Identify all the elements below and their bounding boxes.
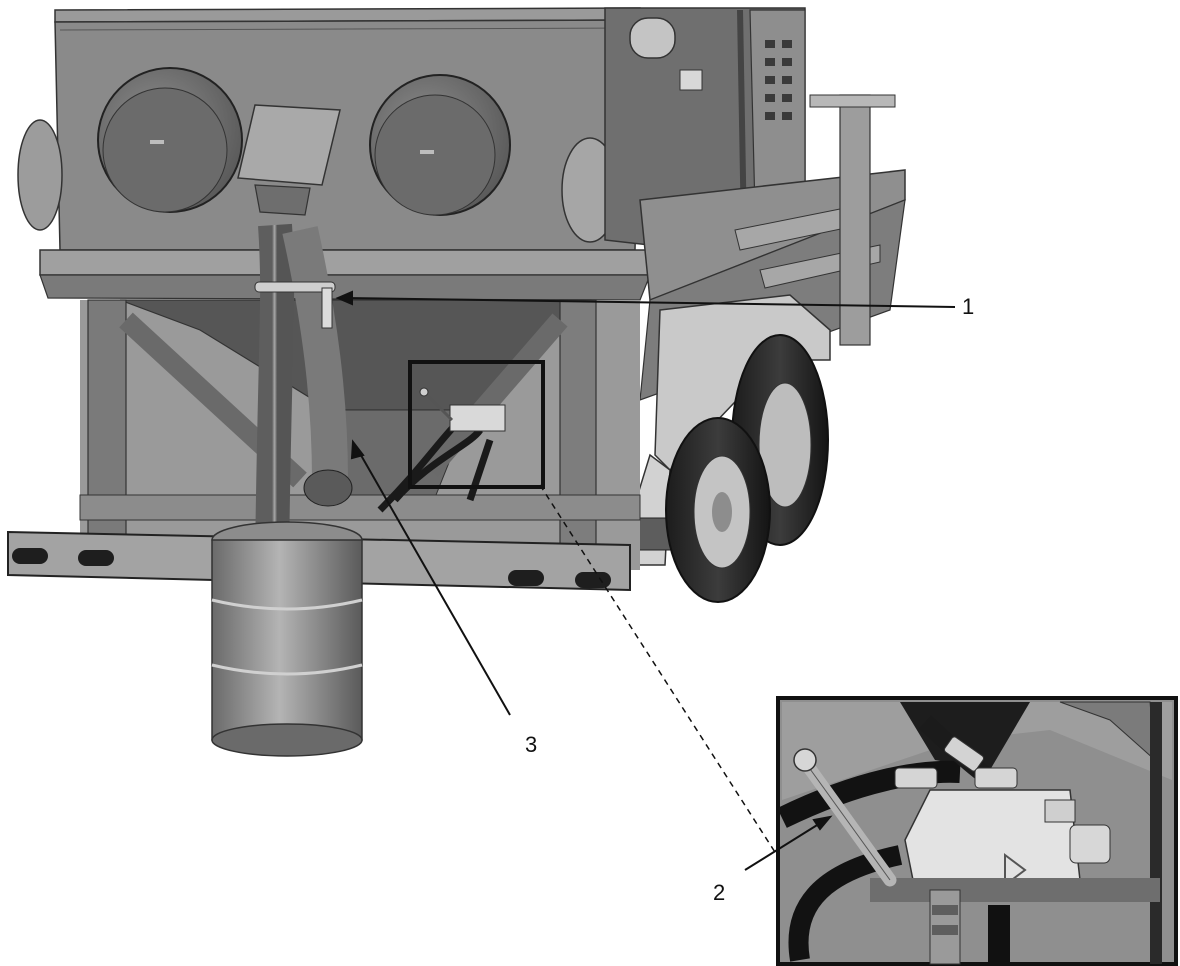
callout-leaders [335,290,956,871]
detail-frame [408,360,545,489]
valve-small [419,387,506,432]
glove-port-right [369,74,511,216]
inset-detail [776,696,1178,966]
glovebox-cabinet [17,7,806,301]
hopper-stand [79,299,641,570]
callout-label-2: 2 [713,880,725,905]
waste-drum [211,470,363,757]
detail-leader [539,484,781,861]
callout-label-1: 1 [962,294,974,319]
trailer-wheels [665,334,829,603]
glove-port-left [97,67,243,213]
callout-label-3: 3 [525,732,537,757]
